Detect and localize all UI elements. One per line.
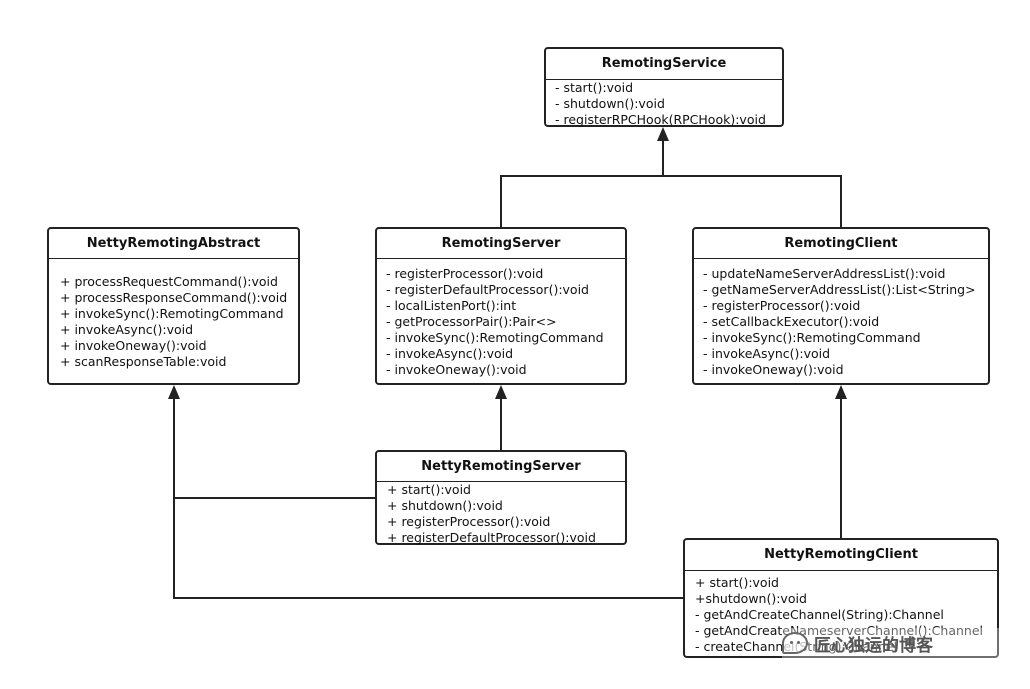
arrowhead-abstract [168, 385, 180, 399]
edge-remoting-client-to-service [663, 175, 842, 227]
member: + scanResponseTable:void [60, 354, 227, 369]
class-netty-remoting-client: NettyRemotingClient + start():void +shut… [683, 538, 999, 658]
class-remoting-server: RemotingServer - registerProcessor():voi… [375, 227, 627, 385]
member: - updateNameServerAddressList():void [703, 266, 946, 281]
class-remoting-service: RemotingService - start():void - shutdow… [544, 47, 784, 127]
class-name: RemotingService [546, 49, 782, 80]
class-name: NettyRemotingServer [377, 452, 625, 482]
class-netty-remoting-abstract: NettyRemotingAbstract + processRequestCo… [47, 227, 300, 385]
member: - registerProcessor():void [703, 298, 861, 313]
member: - invokeAsync():void [703, 346, 831, 361]
member: - invokeAsync():void [386, 346, 514, 361]
arrowhead-service [657, 127, 669, 141]
arrowhead-remoting-client [835, 385, 847, 399]
class-name: NettyRemotingAbstract [49, 229, 298, 259]
class-netty-remoting-server: NettyRemotingServer + start():void + shu… [375, 450, 627, 545]
member: - setCallbackExecutor():void [703, 314, 880, 329]
member: - registerDefaultProcessor():void [386, 282, 589, 297]
member: - getAndCreateChannel(String):Channel [695, 607, 944, 622]
member: + start():void [387, 482, 471, 497]
arrowhead-remoting-server [495, 385, 507, 399]
member: - invokeOneway():void [386, 362, 527, 377]
class-name: NettyRemotingClient [685, 540, 997, 571]
edge-remoting-server-to-service [500, 175, 663, 227]
class-name: RemotingClient [694, 229, 988, 259]
member: - invokeOneway():void [703, 362, 844, 377]
member-list: + start():void + shutdown():void + regis… [377, 482, 625, 546]
member: +shutdown():void [695, 591, 807, 606]
member: - shutdown():void [555, 96, 665, 111]
member: + shutdown():void [387, 498, 503, 513]
member: - invokeSync():RemotingCommand [386, 330, 604, 345]
member: - getNameServerAddressList():List<String… [703, 282, 976, 297]
member: + processRequestCommand():void [60, 274, 278, 289]
member: - registerProcessor():void [386, 266, 544, 281]
watermark: 匠心独运的博客 [782, 628, 1000, 658]
member: - start():void [555, 80, 634, 95]
member: + invokeAsync():void [60, 322, 194, 337]
member-list: - updateNameServerAddressList():void - g… [694, 259, 988, 378]
member: - getAndCreateNameserverChannel():Channe… [695, 623, 984, 638]
member: + processResponseCommand():void [60, 290, 288, 305]
member-list: - registerProcessor():void - registerDef… [377, 259, 625, 378]
member: + invokeSync():RemotingCommand [60, 306, 284, 321]
class-name: RemotingServer [377, 229, 625, 259]
member: - invokeSync():RemotingCommand [703, 330, 921, 345]
member: + registerDefaultProcessor():void [387, 530, 596, 545]
member: + registerProcessor():void [387, 514, 551, 529]
member: - localListenPort():int [386, 298, 517, 313]
member: + invokeOneway():void [60, 338, 207, 353]
member-list: + processRequestCommand():void + process… [49, 259, 298, 370]
wechat-icon [782, 632, 808, 654]
member: + start():void [695, 575, 779, 590]
class-remoting-client: RemotingClient - updateNameServerAddress… [692, 227, 990, 385]
watermark-text: 匠心独运的博客 [814, 635, 933, 656]
member: - registerRPCHook(RPCHook):void [555, 112, 766, 127]
member: - getProcessorPair():Pair<> [386, 314, 557, 329]
member-list: - start():void - shutdown():void - regis… [546, 80, 782, 128]
edge-netty-client-to-abstract [173, 398, 683, 599]
